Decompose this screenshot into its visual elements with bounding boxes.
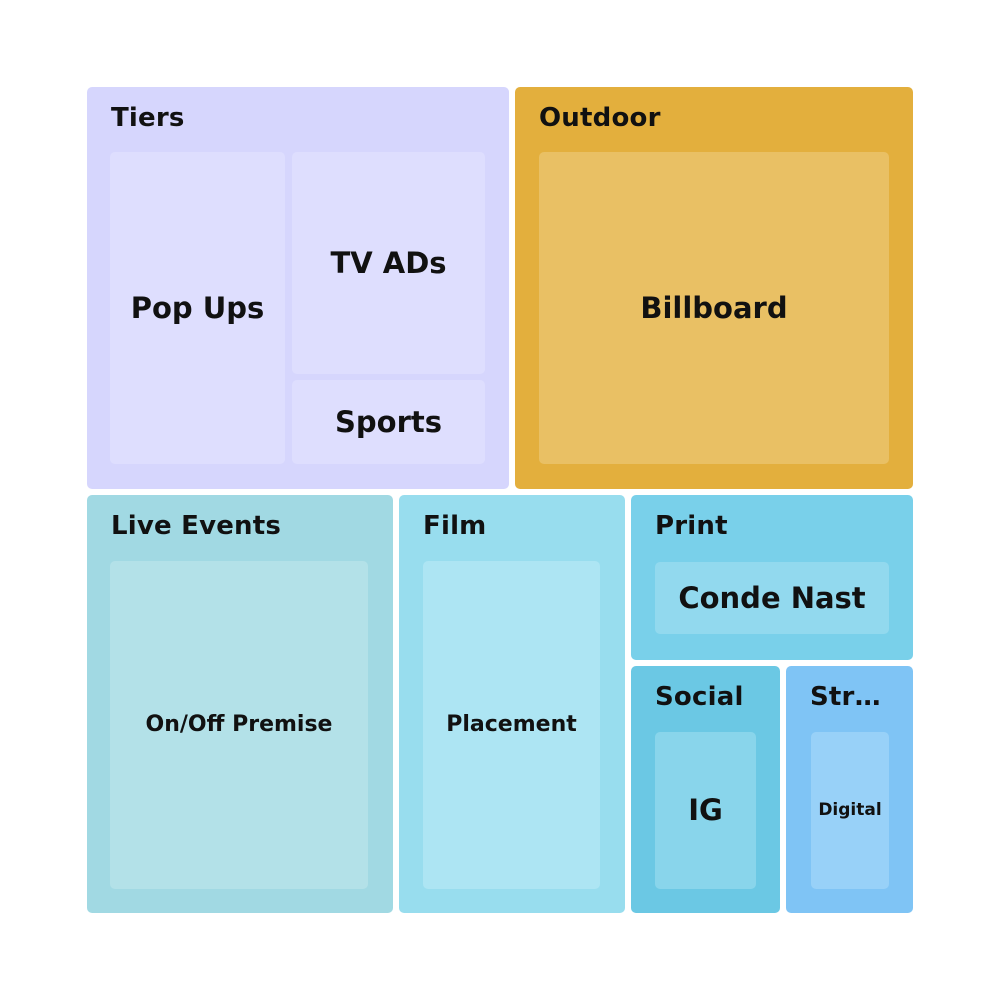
- treemap-leaf-label: On/Off Premise: [145, 711, 333, 737]
- treemap-leaf-label: Conde Nast: [678, 580, 866, 615]
- treemap-group-title: Tiers: [111, 103, 185, 133]
- treemap-leaf-label: Digital: [818, 800, 882, 821]
- treemap-group-title: Outdoor: [539, 103, 661, 133]
- treemap-leaf-label: Pop Ups: [130, 290, 265, 325]
- treemap-leaf-label: Billboard: [640, 290, 788, 325]
- treemap-leaf-pop-ups[interactable]: Pop Ups: [110, 152, 285, 464]
- treemap-leaf-billboard[interactable]: Billboard: [539, 152, 889, 464]
- treemap-leaf-digital[interactable]: Digital: [811, 732, 889, 889]
- treemap-leaf-ig[interactable]: IG: [655, 732, 756, 889]
- treemap-leaf-tv-ads[interactable]: TV ADs: [292, 152, 485, 374]
- treemap-group-title: Live Events: [111, 511, 282, 541]
- treemap-leaf-placement[interactable]: Placement: [423, 561, 600, 889]
- treemap-group-title: Str…: [810, 682, 881, 712]
- treemap-leaf-label: Sports: [335, 404, 442, 439]
- treemap-leaf-sports[interactable]: Sports: [292, 380, 485, 464]
- treemap-group-title: Film: [423, 511, 487, 541]
- treemap-group-title: Social: [655, 682, 744, 712]
- treemap-leaf-label: IG: [688, 793, 723, 828]
- treemap-leaf-on-off-premise[interactable]: On/Off Premise: [110, 561, 368, 889]
- treemap-group-title: Print: [655, 511, 728, 541]
- treemap-leaf-conde-nast[interactable]: Conde Nast: [655, 562, 889, 634]
- treemap-leaf-label: TV ADs: [330, 245, 447, 280]
- treemap-leaf-label: Placement: [446, 711, 577, 737]
